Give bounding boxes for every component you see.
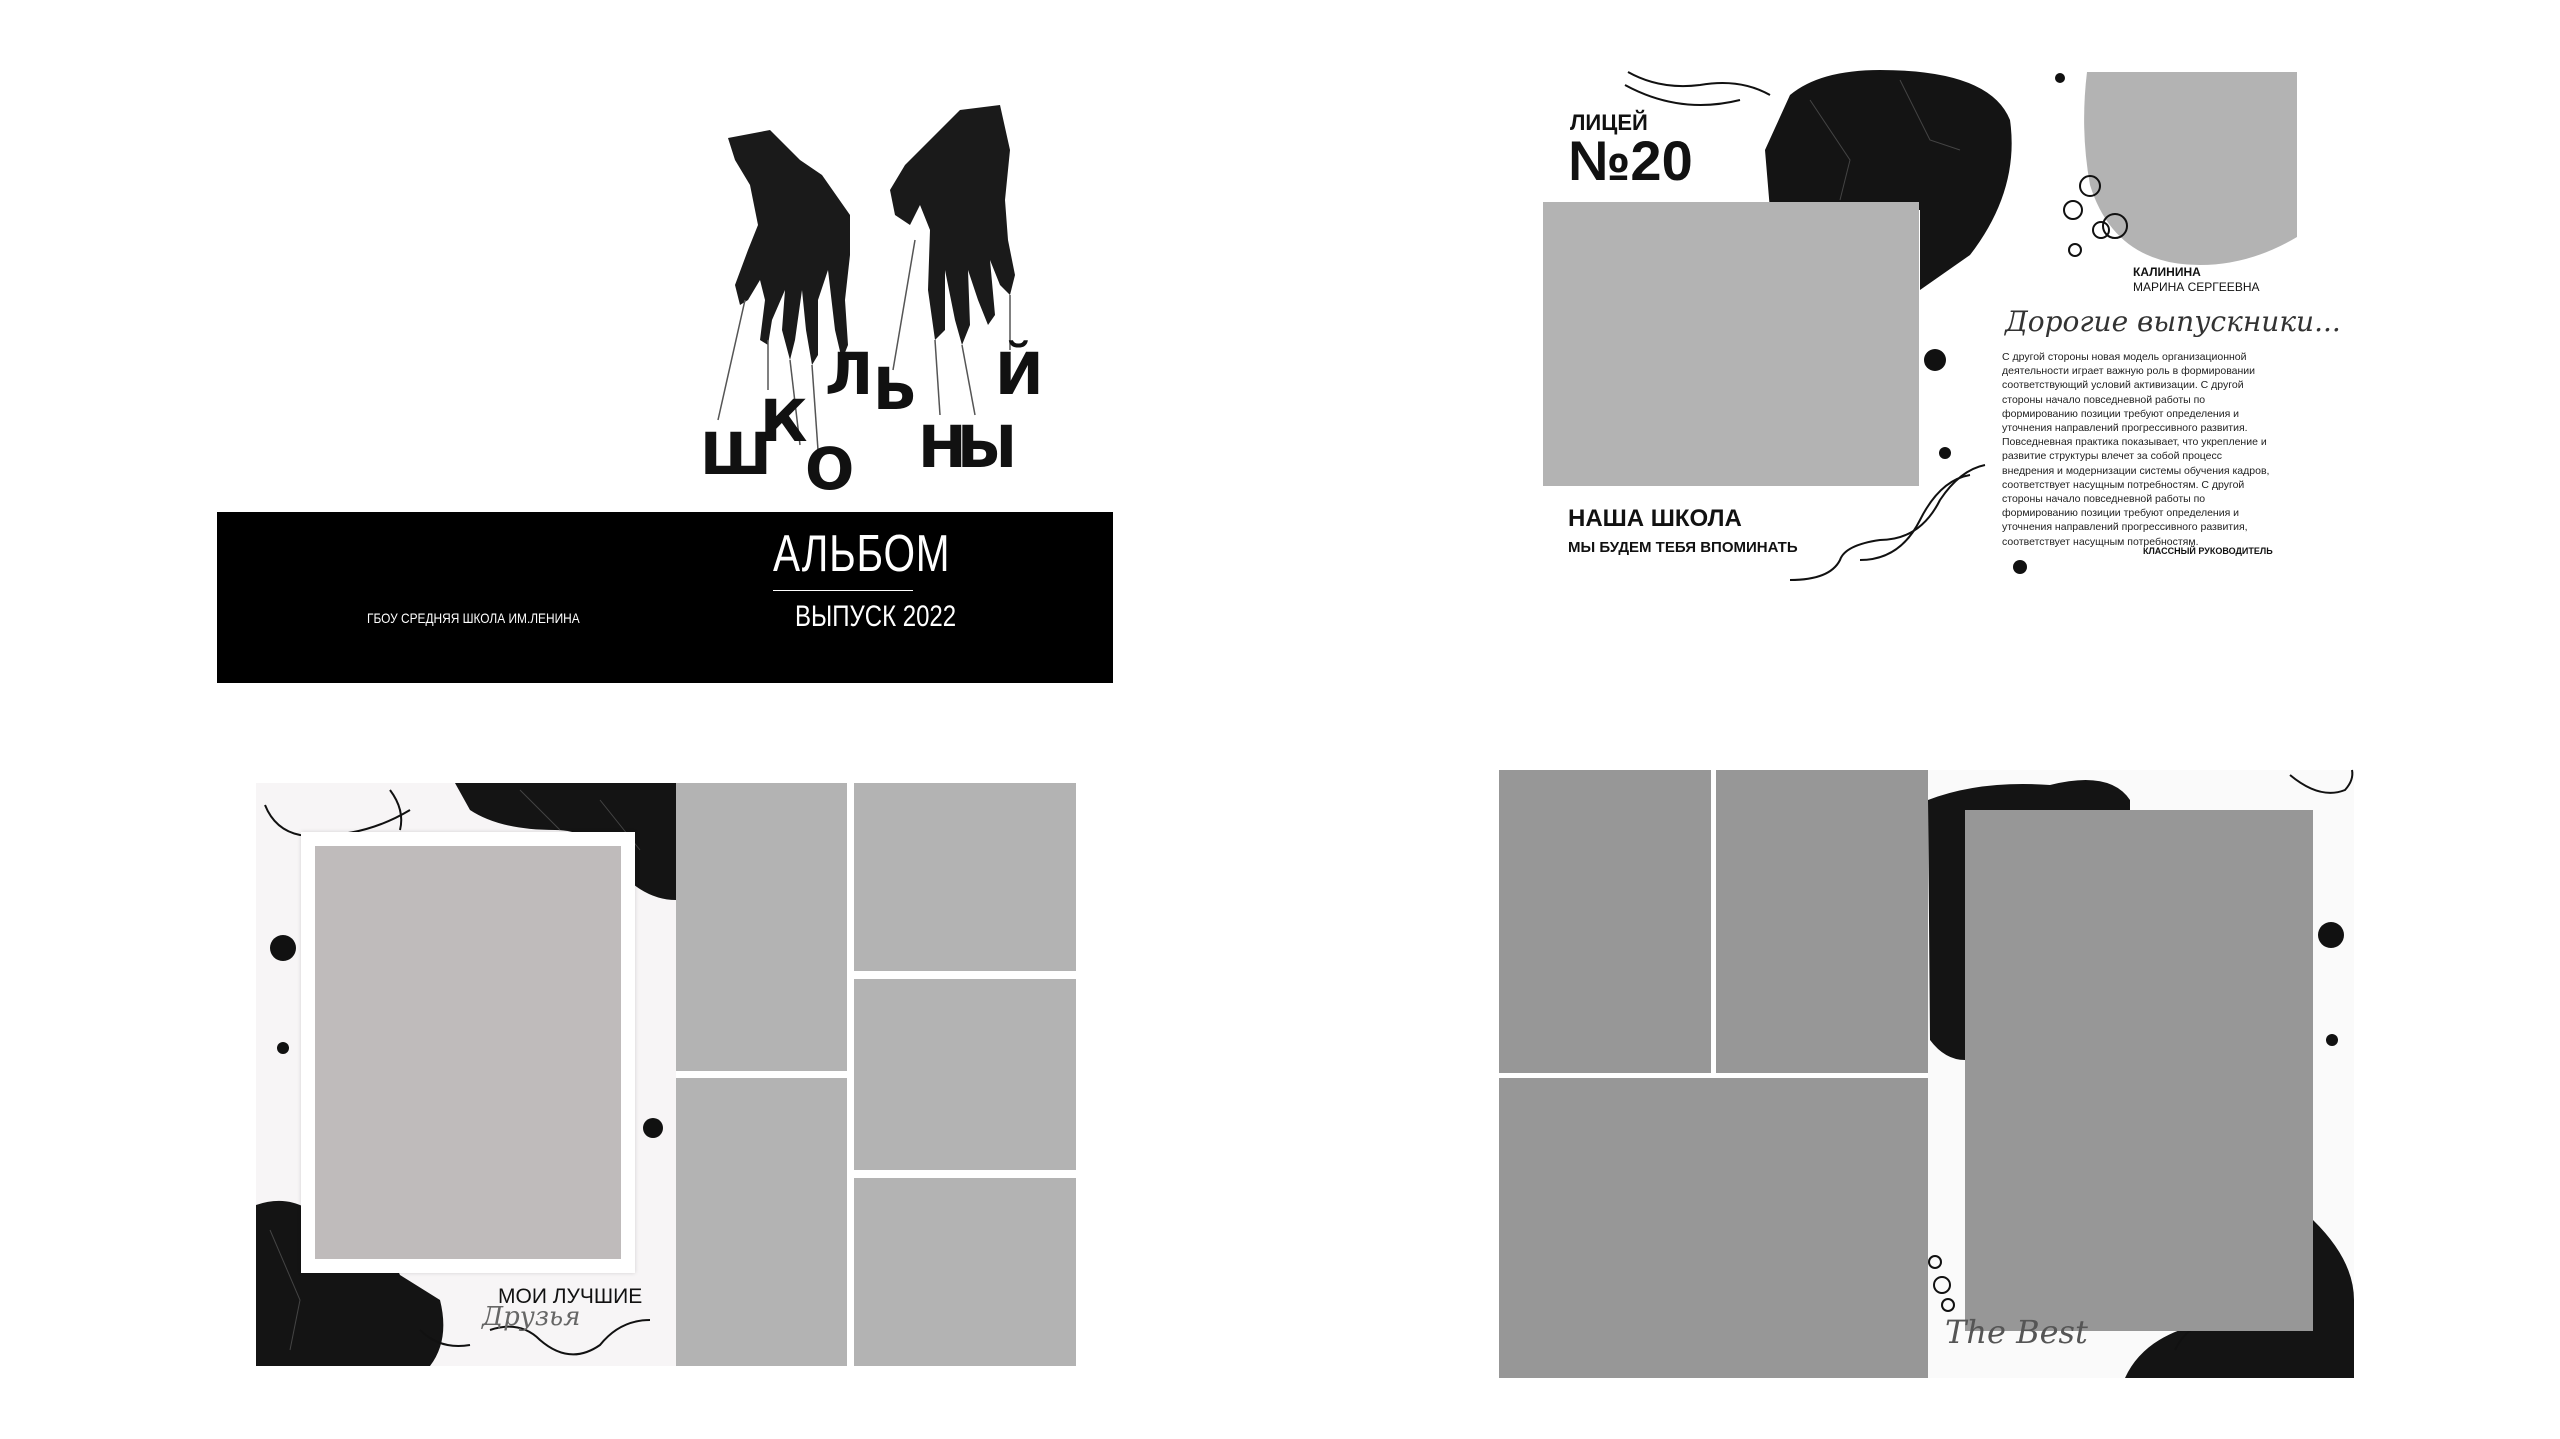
best-photo-4[interactable]	[1965, 810, 2313, 1331]
marble-blob-top	[1928, 780, 2130, 1060]
school-photo-placeholder[interactable]	[1543, 202, 1919, 486]
friends-script: Друзья	[482, 1302, 581, 1332]
title-divider	[773, 590, 913, 591]
friends-caption: МОИ ЛУЧШИЕ	[498, 1285, 643, 1308]
friend-photo-4[interactable]	[854, 979, 1076, 1170]
best-photo-1[interactable]	[1499, 770, 1711, 1073]
title-letter-6: Н	[918, 413, 967, 481]
school-heading: НАША ШКОЛА	[1568, 505, 1742, 532]
greeting-script: Дорогие выпускники...	[2005, 305, 2341, 338]
friend-main-photo-placeholder[interactable]	[315, 846, 621, 1259]
title-letter-2: К	[760, 387, 808, 455]
teacher-name: МАРИНА СЕРГЕЕВНА	[2133, 280, 2260, 294]
friend-main-photo-frame	[301, 832, 635, 1273]
school-name: ГБОУ СРЕДНЯЯ ШКОЛА ИМ.ЛЕНИНА	[367, 610, 580, 626]
school-subheading: МЫ БУДЕМ ТЕБЯ ВПОМИНАТЬ	[1568, 539, 1798, 556]
release-year: ВЫПУСК 2022	[795, 600, 957, 633]
teacher-letter-body: С другой стороны новая модель организаци…	[2002, 351, 2270, 548]
title-letter-7: Ы	[957, 413, 1018, 481]
album-title: АЛЬБОМ	[773, 525, 951, 583]
title-letter-5: Ь	[873, 355, 918, 423]
right-hand	[890, 105, 1015, 345]
best-photo-2[interactable]	[1716, 770, 1928, 1073]
title-letter-4: Л	[825, 340, 874, 408]
teacher-role: КЛАССНЫЙ РУКОВОДИТЕЛЬ	[2143, 546, 2273, 556]
friend-photo-5[interactable]	[854, 1178, 1076, 1366]
lyceum-number: №20	[1568, 129, 1693, 192]
friend-photo-3[interactable]	[854, 783, 1076, 971]
friend-photo-2[interactable]	[676, 1078, 847, 1366]
lyceum-label: ЛИЦЕЙ	[1570, 110, 1648, 135]
best-script: The Best	[1945, 1313, 2088, 1351]
friend-photo-1[interactable]	[676, 783, 847, 1071]
best-photo-3[interactable]	[1499, 1078, 1928, 1378]
title-letter-1: Ш	[700, 420, 772, 488]
teacher-surname: КАЛИНИНА	[2133, 265, 2201, 279]
title-letter-8: Й	[995, 340, 1044, 408]
gray-circle-shape	[2084, 72, 2297, 265]
cover-band: АЛЬБОМ ВЫПУСК 2022 ГБОУ СРЕДНЯЯ ШКОЛА ИМ…	[217, 512, 1113, 683]
left-hand	[728, 130, 850, 365]
title-letter-3: О	[805, 435, 855, 503]
